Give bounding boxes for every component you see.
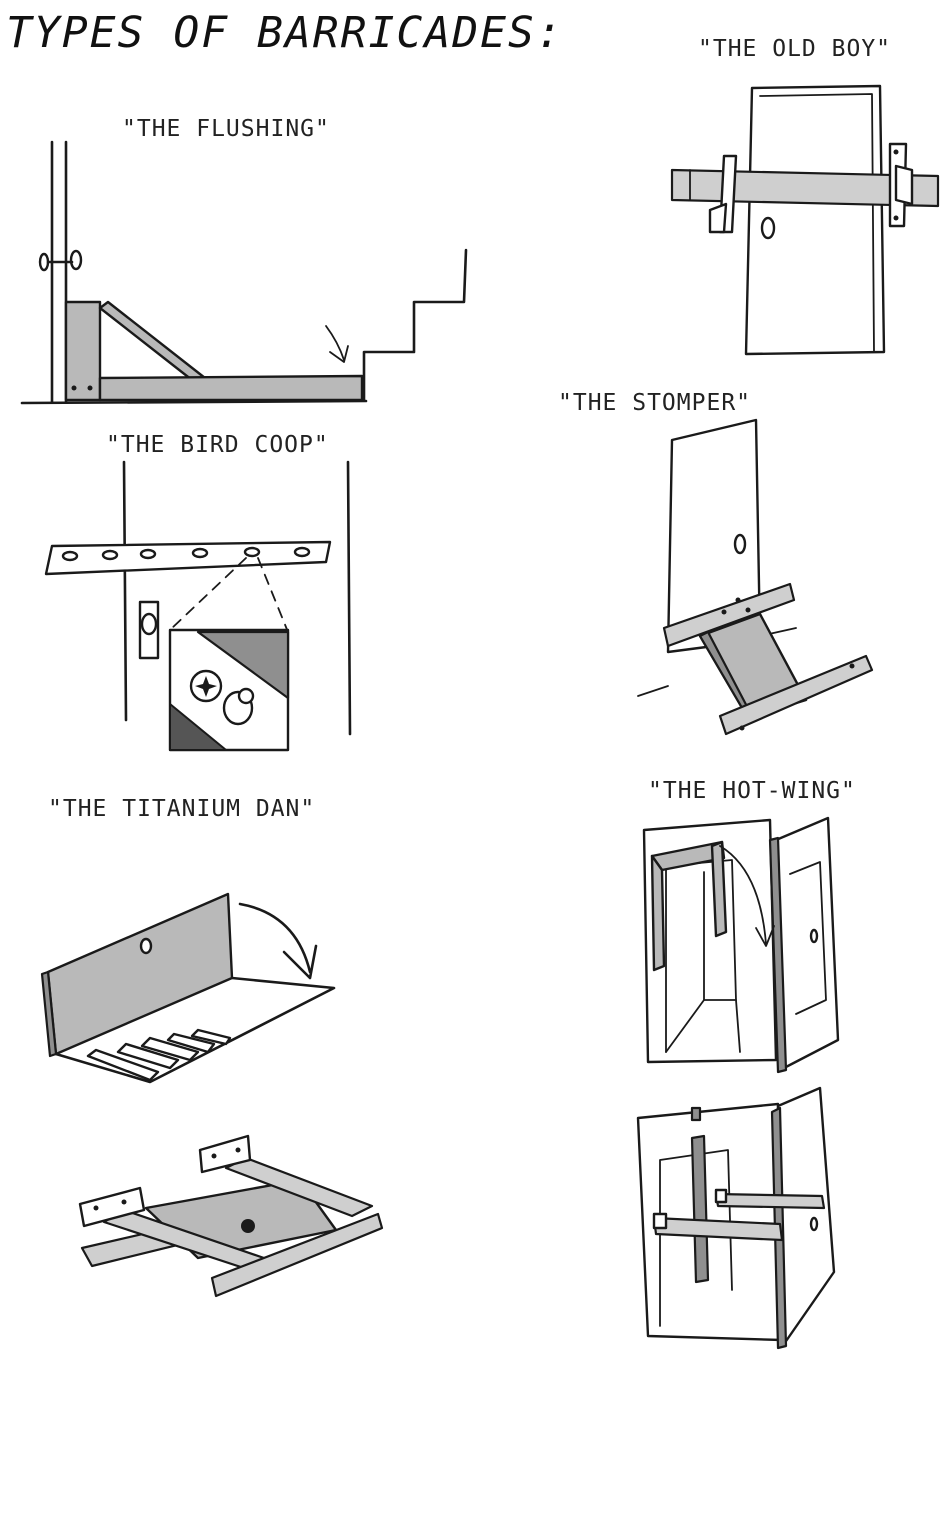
bird-coop-frame-right — [346, 460, 352, 736]
caption-the-flushing: "THE FLUSHING" — [122, 116, 330, 142]
titanium-dan-knob — [139, 937, 153, 955]
titanium-dan-opening — [54, 976, 336, 1084]
stomper-floor-plank — [718, 654, 874, 736]
titanium-dan-arrow-icon — [238, 902, 318, 980]
hot-wing-closed-post — [690, 1134, 710, 1284]
flushing-arrow-icon — [325, 325, 349, 363]
old-boy-doorknob — [760, 216, 776, 240]
page-title: TYPES OF BARRICADES: — [6, 8, 564, 58]
caption-the-stomper: "THE STOMPER" — [558, 390, 752, 416]
hot-wing-arrow-icon — [719, 845, 775, 947]
caption-the-titanium-dan: "THE TITANIUM DAN" — [48, 796, 316, 822]
flushing-upright-board — [64, 300, 102, 402]
titanium-dan-closed-knob — [241, 1219, 255, 1233]
hot-wing-closed-door — [776, 1086, 836, 1346]
titanium-dan-stairs — [86, 1028, 232, 1082]
hot-wing-right-bar — [710, 840, 728, 938]
old-boy-door — [744, 84, 886, 356]
titanium-dan-bracket-left — [78, 1186, 146, 1228]
flushing-stairs — [362, 248, 468, 402]
stomper-doorknob — [733, 533, 747, 555]
hot-wing-doorknob — [809, 928, 819, 944]
flushing-floor-line — [20, 399, 368, 405]
caption-the-bird-coop: "THE BIRD COOP" — [106, 432, 329, 458]
old-boy-bar — [670, 168, 940, 208]
hot-wing-left-bar — [650, 854, 666, 972]
bird-coop-bolts — [61, 546, 311, 562]
flushing-doorknob — [38, 249, 83, 272]
hot-wing-upper-bar — [714, 1192, 826, 1210]
bird-coop-detail-hatch — [169, 701, 229, 751]
caption-the-old-boy: "THE OLD BOY" — [698, 36, 892, 62]
bird-coop-frame-left — [122, 460, 128, 722]
stomper-top-plank — [662, 582, 796, 648]
titanium-dan-front-bar — [210, 1212, 384, 1298]
hot-wing-open-wall — [642, 818, 778, 1064]
bird-coop-doorknob — [140, 612, 158, 636]
titanium-dan-bracket-right — [198, 1134, 252, 1174]
bird-coop-detail-wood — [196, 630, 290, 700]
caption-the-hot-wing: "THE HOT-WING" — [648, 778, 856, 804]
